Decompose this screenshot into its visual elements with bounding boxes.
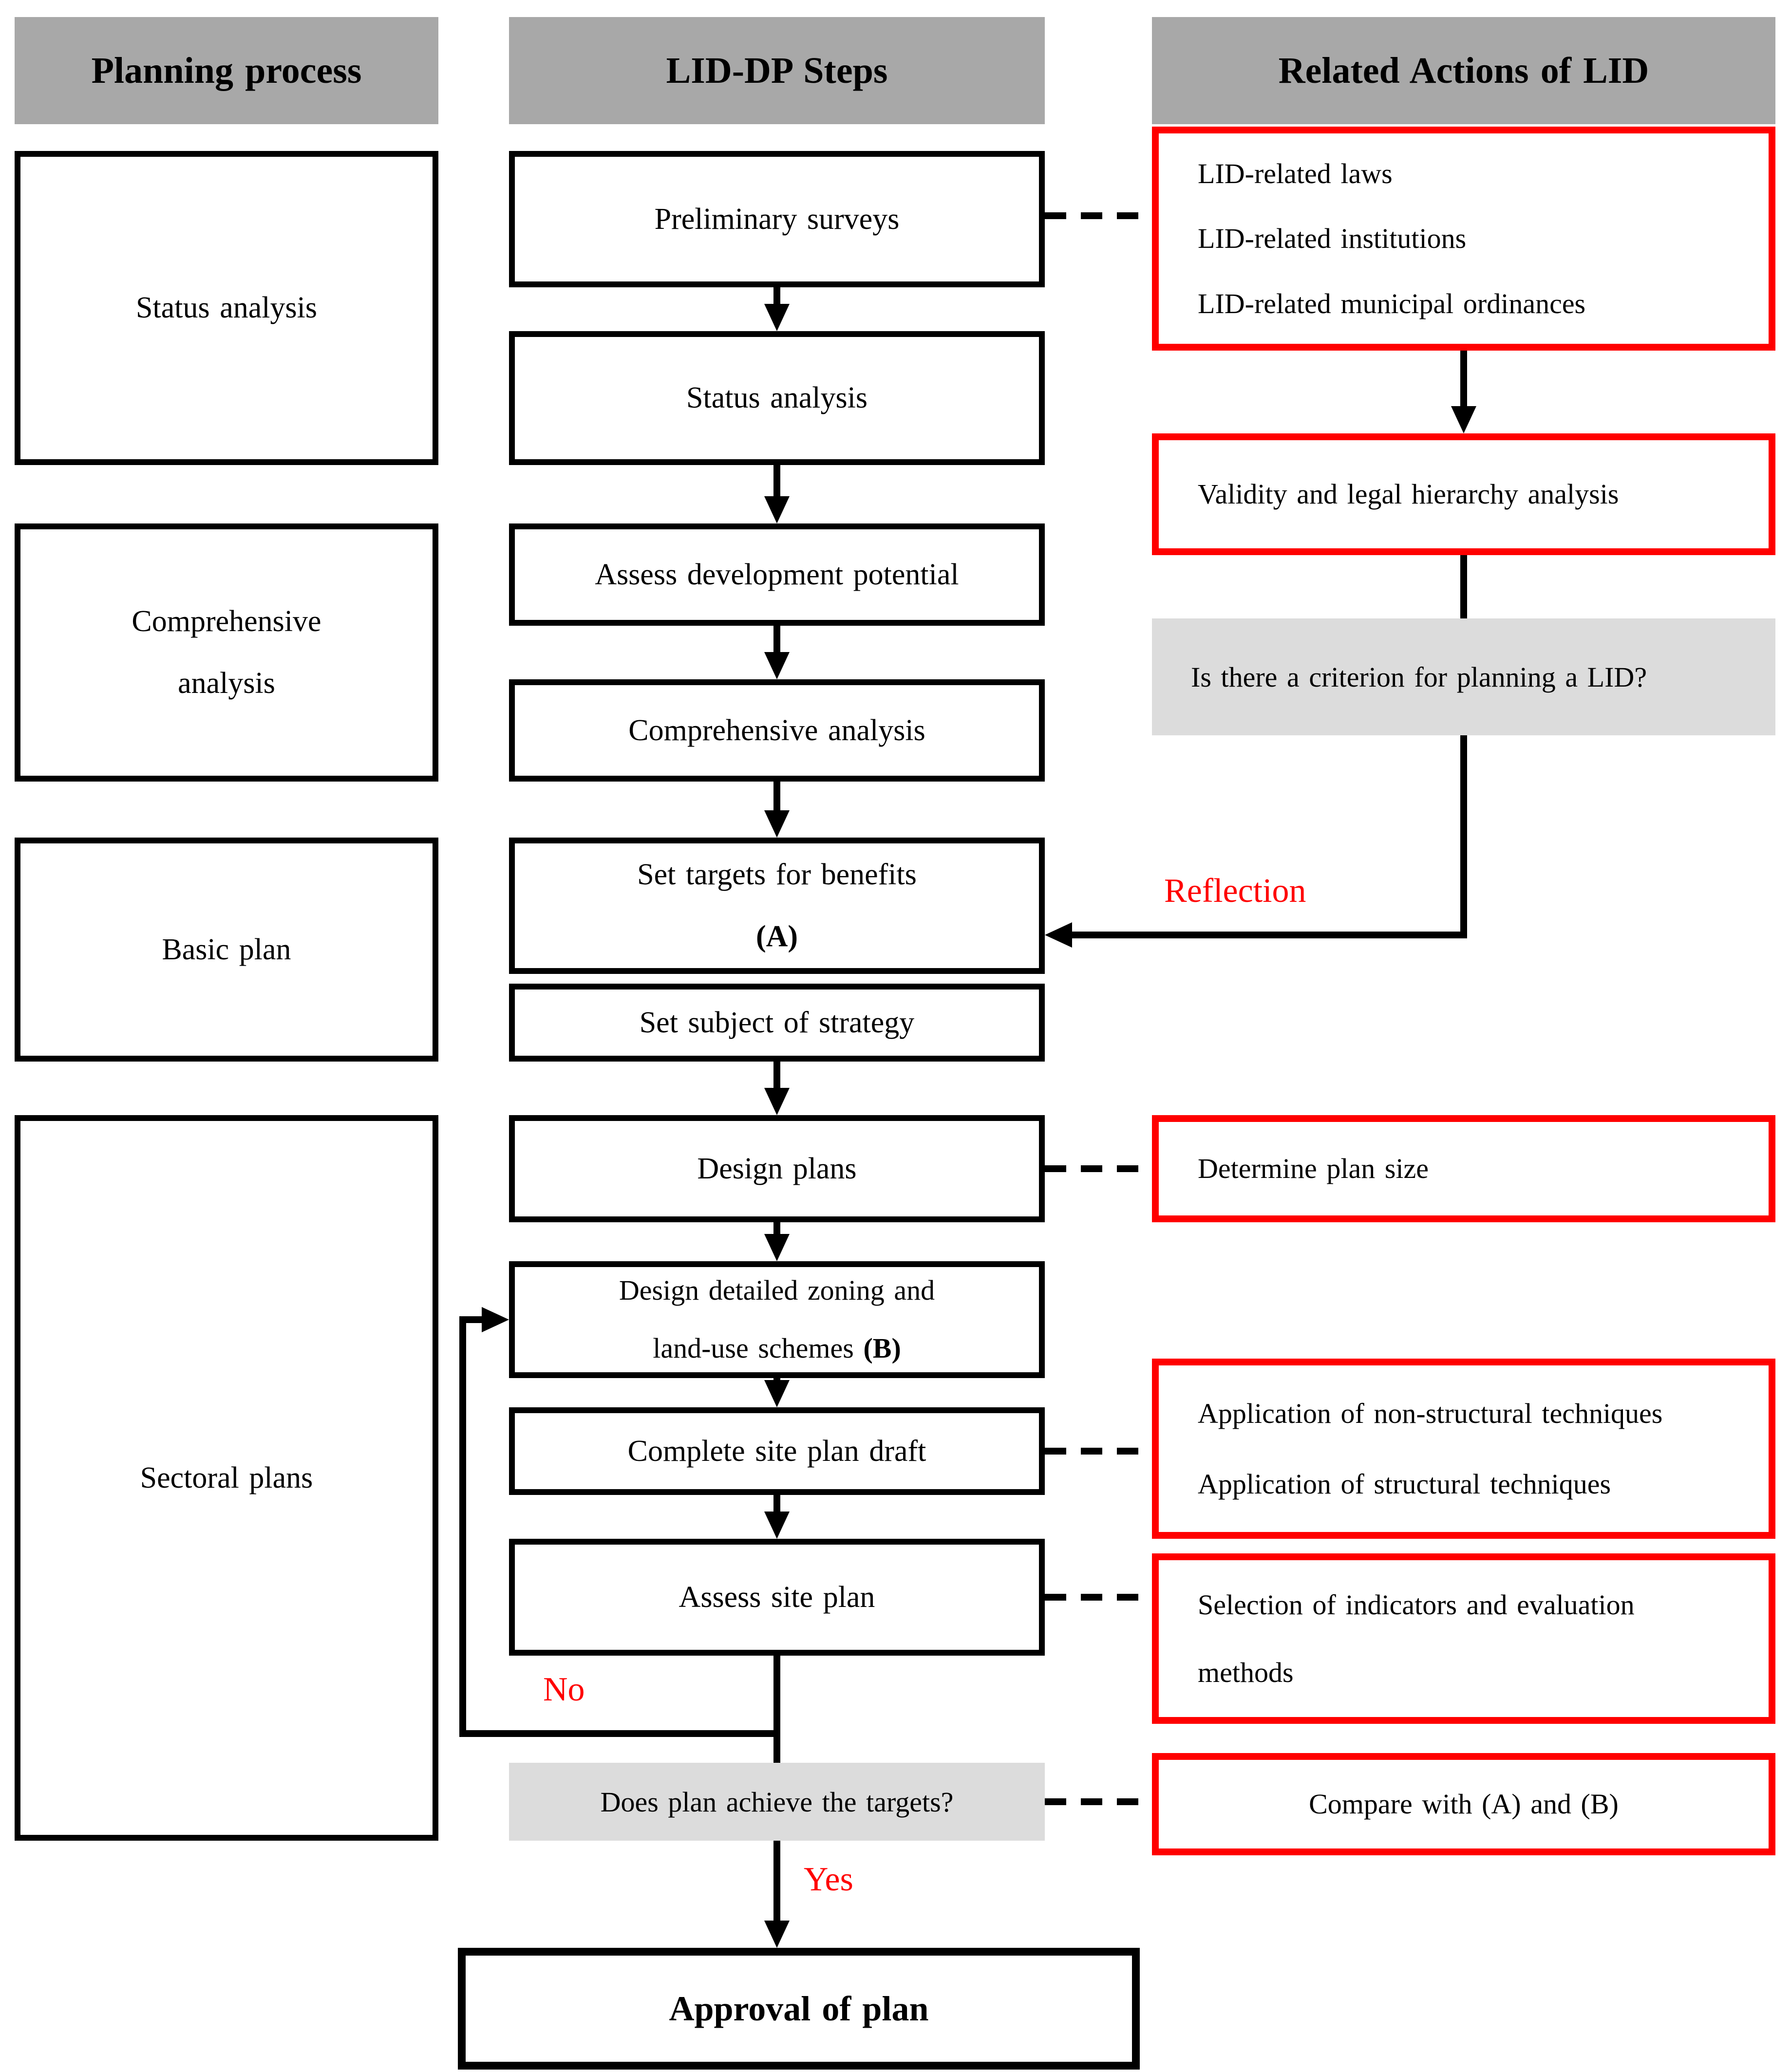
arrowhead-down-icon: [1451, 406, 1476, 433]
feedback-loop-top-line: [459, 1316, 489, 1323]
step-status-analysis: Status analysis: [509, 331, 1045, 465]
reflection-horizontal-line: [1072, 932, 1467, 938]
connector-zoning-to-draft: [773, 1378, 780, 1380]
set-targets-tag-a: (A): [755, 920, 798, 953]
step-comprehensive-analysis: Comprehensive analysis: [509, 679, 1045, 782]
connector-assess-to-comprehensive: [773, 626, 780, 652]
arrowhead-right-icon: [482, 1307, 509, 1332]
header-lid-dp-steps: LID-DP Steps: [509, 17, 1045, 124]
connector-laws-to-validity: [1460, 351, 1467, 406]
decision-does-plan-achieve-targets: Does plan achieve the targets?: [509, 1763, 1045, 1841]
step-approval-of-plan: Approval of plan: [458, 1948, 1140, 2070]
action-selection-indicators: Selection of indicators and evaluation m…: [1152, 1553, 1775, 1724]
selection-line2: methods: [1198, 1657, 1294, 1688]
design-zoning-line1: Design detailed zoning and: [619, 1274, 935, 1307]
arrowhead-down-icon: [764, 810, 790, 838]
arrowhead-left-icon: [1045, 922, 1072, 948]
design-zoning-line2: land-use schemes (B): [653, 1320, 901, 1378]
label-no: No: [543, 1671, 585, 1708]
application-structural: Application of structural techniques: [1198, 1468, 1611, 1500]
step-design-detailed-zoning: Design detailed zoning and land-use sche…: [509, 1261, 1045, 1378]
lid-related-institutions: LID-related institutions: [1198, 223, 1467, 255]
arrowhead-down-icon: [764, 1921, 790, 1948]
step-assess-development-potential: Assess development potential: [509, 523, 1045, 626]
arrowhead-down-icon: [764, 1512, 790, 1539]
label-yes: Yes: [804, 1861, 853, 1898]
step-preliminary-surveys: Preliminary surveys: [509, 151, 1045, 287]
connector-validity-to-criterion: [1460, 555, 1467, 618]
decision-criterion-for-lid: Is there a criterion for planning a LID?: [1152, 618, 1775, 735]
stage-basic-plan: Basic plan: [15, 838, 438, 1062]
feedback-loop-bottom-line: [463, 1730, 780, 1737]
connector-status-to-assess-potential: [773, 465, 780, 496]
dashed-link-design-plans-to-determine: [1045, 1165, 1152, 1172]
action-application-techniques: Application of non-structural techniques…: [1152, 1359, 1775, 1539]
dashed-link-preliminary-to-laws: [1045, 212, 1152, 219]
arrowhead-down-icon: [764, 1234, 790, 1261]
arrowhead-down-icon: [764, 304, 790, 331]
connector-subject-to-design-plans: [773, 1062, 780, 1088]
label-reflection: Reflection: [1164, 872, 1306, 910]
connector-question-to-approval: [773, 1841, 780, 1921]
step-complete-site-plan-draft: Complete site plan draft: [509, 1407, 1045, 1495]
dashed-link-question-to-compare: [1045, 1798, 1152, 1805]
connector-comprehensive-to-targets: [773, 782, 780, 810]
dashed-link-assess-to-selection: [1045, 1594, 1152, 1601]
connector-assess-site-to-question: [773, 1656, 780, 1763]
connector-preliminary-to-status: [773, 287, 780, 304]
action-validity-analysis: Validity and legal hierarchy analysis: [1152, 433, 1775, 555]
action-lid-related-items: LID-related laws LID-related institution…: [1152, 127, 1775, 351]
arrowhead-down-icon: [764, 496, 790, 523]
connector-draft-to-assess-site: [773, 1495, 780, 1512]
arrowhead-down-icon: [764, 1380, 790, 1407]
selection-line1: Selection of indicators and evaluation: [1198, 1588, 1635, 1621]
action-compare-a-b: Compare with (A) and (B): [1152, 1753, 1775, 1855]
lid-related-laws: LID-related laws: [1198, 157, 1393, 189]
set-targets-label: Set targets for benefits: [637, 858, 917, 891]
design-zoning-line2-text: land-use schemes: [653, 1332, 854, 1364]
arrowhead-down-icon: [764, 652, 790, 679]
stage-status-analysis: Status analysis: [15, 151, 438, 465]
header-planning-process: Planning process: [15, 17, 438, 124]
step-set-targets: Set targets for benefits (A): [509, 838, 1045, 974]
step-design-plans: Design plans: [509, 1115, 1045, 1222]
action-determine-plan-size: Determine plan size: [1152, 1115, 1775, 1222]
application-non-structural: Application of non-structural techniques: [1198, 1398, 1663, 1429]
lid-related-ordinances: LID-related municipal ordinances: [1198, 287, 1586, 319]
dashed-link-draft-to-application: [1045, 1448, 1152, 1455]
header-related-actions: Related Actions of LID: [1152, 17, 1775, 124]
reflection-vertical-line: [1460, 735, 1467, 935]
step-assess-site-plan: Assess site plan: [509, 1539, 1045, 1656]
stage-comprehensive-analysis: Comprehensive analysis: [15, 523, 438, 782]
arrowhead-down-icon: [764, 1088, 790, 1115]
connector-design-plans-to-zoning: [773, 1222, 780, 1234]
feedback-loop-vertical-line: [459, 1316, 466, 1737]
stage-sectoral-plans: Sectoral plans: [15, 1115, 438, 1841]
step-set-subject-of-strategy: Set subject of strategy: [509, 984, 1045, 1062]
design-zoning-tag-b: (B): [863, 1332, 901, 1364]
